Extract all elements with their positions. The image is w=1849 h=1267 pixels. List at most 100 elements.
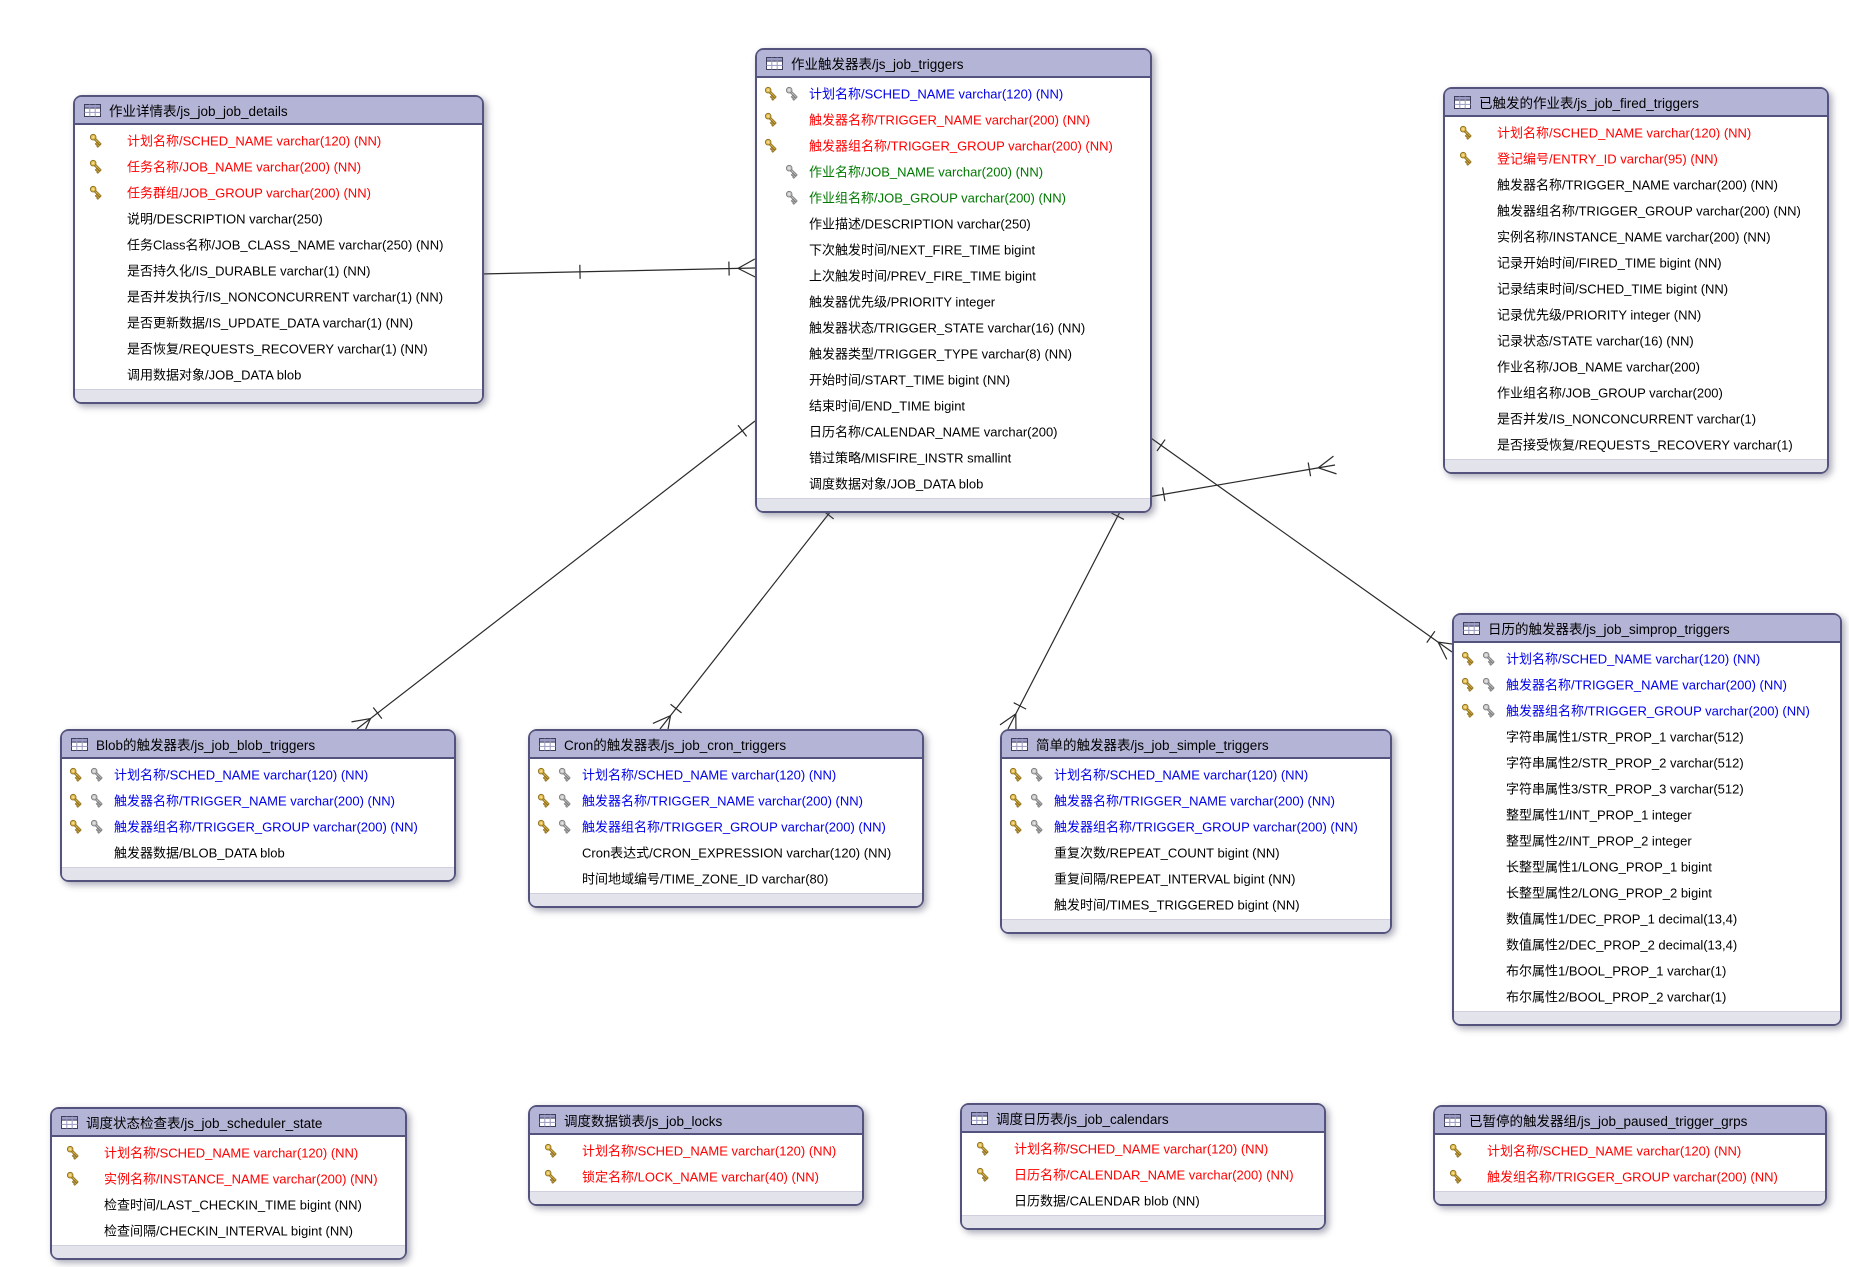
field-row[interactable]: 触发器名称/TRIGGER_NAME varchar(200) (NN): [757, 106, 1150, 132]
entity-header[interactable]: 调度数据锁表/js_job_locks: [530, 1107, 862, 1135]
field-row[interactable]: 日历名称/CALENDAR_NAME varchar(200): [757, 418, 1150, 444]
field-row[interactable]: 计划名称/SCHED_NAME varchar(120) (NN): [530, 761, 922, 787]
field-row[interactable]: 字符串属性2/STR_PROP_2 varchar(512): [1454, 749, 1840, 775]
field-row[interactable]: 记录结束时间/SCHED_TIME bigint (NN): [1445, 275, 1827, 301]
field-row[interactable]: 字符串属性3/STR_PROP_3 varchar(512): [1454, 775, 1840, 801]
field-row[interactable]: 触发器名称/TRIGGER_NAME varchar(200) (NN): [1454, 671, 1840, 697]
field-row[interactable]: 布尔属性2/BOOL_PROP_2 varchar(1): [1454, 983, 1840, 1009]
field-row[interactable]: 日历数据/CALENDAR blob (NN): [962, 1187, 1324, 1213]
field-row[interactable]: 记录开始时间/FIRED_TIME bigint (NN): [1445, 249, 1827, 275]
relationship-connector-triggers-to-simprop[interactable]: [1147, 435, 1458, 660]
entity-header[interactable]: Blob的触发器表/js_job_blob_triggers: [62, 731, 454, 759]
field-row[interactable]: 触发器组名称/TRIGGER_GROUP varchar(200) (NN): [1445, 197, 1827, 223]
field-row[interactable]: 触发器组名称/TRIGGER_GROUP varchar(200) (NN): [62, 813, 454, 839]
field-row[interactable]: 是否更新数据/IS_UPDATE_DATA varchar(1) (NN): [75, 309, 482, 335]
field-row[interactable]: 说明/DESCRIPTION varchar(250): [75, 205, 482, 231]
field-row[interactable]: 作业组名称/JOB_GROUP varchar(200) (NN): [757, 184, 1150, 210]
field-row[interactable]: 作业名称/JOB_NAME varchar(200): [1445, 353, 1827, 379]
field-row[interactable]: 重复间隔/REPEAT_INTERVAL bigint (NN): [1002, 865, 1390, 891]
entity-header[interactable]: 已暂停的触发器组/js_job_paused_trigger_grps: [1435, 1107, 1825, 1135]
field-row[interactable]: 重复次数/REPEAT_COUNT bigint (NN): [1002, 839, 1390, 865]
field-row[interactable]: 触发器数据/BLOB_DATA blob: [62, 839, 454, 865]
field-row[interactable]: 触发器名称/TRIGGER_NAME varchar(200) (NN): [1445, 171, 1827, 197]
field-row[interactable]: 计划名称/SCHED_NAME varchar(120) (NN): [962, 1135, 1324, 1161]
field-row[interactable]: 是否并发/IS_NONCONCURRENT varchar(1): [1445, 405, 1827, 431]
field-row[interactable]: 数值属性2/DEC_PROP_2 decimal(13,4): [1454, 931, 1840, 957]
field-row[interactable]: 调用数据对象/JOB_DATA blob: [75, 361, 482, 387]
field-row[interactable]: 触发器优先级/PRIORITY integer: [757, 288, 1150, 314]
field-row[interactable]: 是否并发执行/IS_NONCONCURRENT varchar(1) (NN): [75, 283, 482, 309]
field-row[interactable]: 字符串属性1/STR_PROP_1 varchar(512): [1454, 723, 1840, 749]
relationship-connector-details-to-triggers[interactable]: [479, 258, 756, 279]
field-row[interactable]: 数值属性1/DEC_PROP_1 decimal(13,4): [1454, 905, 1840, 931]
field-row[interactable]: 错过策略/MISFIRE_INSTR smallint: [757, 444, 1150, 470]
field-row[interactable]: 触发器名称/TRIGGER_NAME varchar(200) (NN): [1002, 787, 1390, 813]
field-row[interactable]: 结束时间/END_TIME bigint: [757, 392, 1150, 418]
field-row[interactable]: 长整型属性2/LONG_PROP_2 bigint: [1454, 879, 1840, 905]
field-row[interactable]: 计划名称/SCHED_NAME varchar(120) (NN): [62, 761, 454, 787]
field-row[interactable]: 是否恢复/REQUESTS_RECOVERY varchar(1) (NN): [75, 335, 482, 361]
field-row[interactable]: 计划名称/SCHED_NAME varchar(120) (NN): [1454, 645, 1840, 671]
field-row[interactable]: 触发器组名称/TRIGGER_GROUP varchar(200) (NN): [530, 813, 922, 839]
entity-header[interactable]: 作业触发器表/js_job_triggers: [757, 50, 1150, 78]
field-row[interactable]: 任务Class名称/JOB_CLASS_NAME varchar(250) (N…: [75, 231, 482, 257]
field-row[interactable]: 实例名称/INSTANCE_NAME varchar(200) (NN): [1445, 223, 1827, 249]
field-row[interactable]: 检查间隔/CHECKIN_INTERVAL bigint (NN): [52, 1217, 405, 1243]
entity-header[interactable]: 日历的触发器表/js_job_simprop_triggers: [1454, 615, 1840, 643]
field-row[interactable]: 计划名称/SCHED_NAME varchar(120) (NN): [530, 1137, 862, 1163]
relationship-connector-triggers-to-simple[interactable]: [999, 501, 1126, 734]
relationship-connector-triggers-to-blob[interactable]: [351, 420, 756, 737]
relationship-connector-triggers-to-fired[interactable]: [1147, 455, 1337, 502]
field-row[interactable]: 触发器状态/TRIGGER_STATE varchar(16) (NN): [757, 314, 1150, 340]
field-row[interactable]: 下次触发时间/NEXT_FIRE_TIME bigint: [757, 236, 1150, 262]
field-row[interactable]: 任务群组/JOB_GROUP varchar(200) (NN): [75, 179, 482, 205]
entity-header[interactable]: 调度日历表/js_job_calendars: [962, 1105, 1324, 1133]
field-row[interactable]: 是否接受恢复/REQUESTS_RECOVERY varchar(1): [1445, 431, 1827, 457]
field-row[interactable]: 触发器组名称/TRIGGER_GROUP varchar(200) (NN): [1454, 697, 1840, 723]
field-row[interactable]: 整型属性1/INT_PROP_1 integer: [1454, 801, 1840, 827]
relationship-connector-triggers-to-cron[interactable]: [652, 501, 839, 735]
entity-header[interactable]: 已触发的作业表/js_job_fired_triggers: [1445, 89, 1827, 117]
field-row[interactable]: 日历名称/CALENDAR_NAME varchar(200) (NN): [962, 1161, 1324, 1187]
field-row[interactable]: 计划名称/SCHED_NAME varchar(120) (NN): [1435, 1137, 1825, 1163]
entity-header[interactable]: 作业详情表/js_job_job_details: [75, 97, 482, 125]
field-row[interactable]: 计划名称/SCHED_NAME varchar(120) (NN): [52, 1139, 405, 1165]
field-row[interactable]: 作业组名称/JOB_GROUP varchar(200): [1445, 379, 1827, 405]
field-row[interactable]: 记录状态/STATE varchar(16) (NN): [1445, 327, 1827, 353]
field-row[interactable]: 实例名称/INSTANCE_NAME varchar(200) (NN): [52, 1165, 405, 1191]
field-row[interactable]: 计划名称/SCHED_NAME varchar(120) (NN): [1445, 119, 1827, 145]
entity-header[interactable]: 简单的触发器表/js_job_simple_triggers: [1002, 731, 1390, 759]
field-row[interactable]: 检查时间/LAST_CHECKIN_TIME bigint (NN): [52, 1191, 405, 1217]
field-row[interactable]: 记录优先级/PRIORITY integer (NN): [1445, 301, 1827, 327]
field-row[interactable]: 触发时间/TIMES_TRIGGERED bigint (NN): [1002, 891, 1390, 917]
field-row[interactable]: 任务名称/JOB_NAME varchar(200) (NN): [75, 153, 482, 179]
field-row[interactable]: 布尔属性1/BOOL_PROP_1 varchar(1): [1454, 957, 1840, 983]
field-row[interactable]: 登记编号/ENTRY_ID varchar(95) (NN): [1445, 145, 1827, 171]
field-row[interactable]: 作业名称/JOB_NAME varchar(200) (NN): [757, 158, 1150, 184]
field-row[interactable]: 作业描述/DESCRIPTION varchar(250): [757, 210, 1150, 236]
field-row[interactable]: 触发器名称/TRIGGER_NAME varchar(200) (NN): [530, 787, 922, 813]
field-row[interactable]: 触发器名称/TRIGGER_NAME varchar(200) (NN): [62, 787, 454, 813]
field-row[interactable]: Cron表达式/CRON_EXPRESSION varchar(120) (NN…: [530, 839, 922, 865]
field-row[interactable]: 开始时间/START_TIME bigint (NN): [757, 366, 1150, 392]
field-row[interactable]: 触发器类型/TRIGGER_TYPE varchar(8) (NN): [757, 340, 1150, 366]
field-row[interactable]: 时间地域编号/TIME_ZONE_ID varchar(80): [530, 865, 922, 891]
field-row[interactable]: 锁定名称/LOCK_NAME varchar(40) (NN): [530, 1163, 862, 1189]
field-row[interactable]: 计划名称/SCHED_NAME varchar(120) (NN): [757, 80, 1150, 106]
field-row[interactable]: 上次触发时间/PREV_FIRE_TIME bigint: [757, 262, 1150, 288]
field-row[interactable]: 调度数据对象/JOB_DATA blob: [757, 470, 1150, 496]
field-row[interactable]: 触发组名称/TRIGGER_GROUP varchar(200) (NN): [1435, 1163, 1825, 1189]
entity-header[interactable]: Cron的触发器表/js_job_cron_triggers: [530, 731, 922, 759]
entity-header[interactable]: 调度状态检查表/js_job_scheduler_state: [52, 1109, 405, 1137]
field-row[interactable]: 是否持久化/IS_DURABLE varchar(1) (NN): [75, 257, 482, 283]
